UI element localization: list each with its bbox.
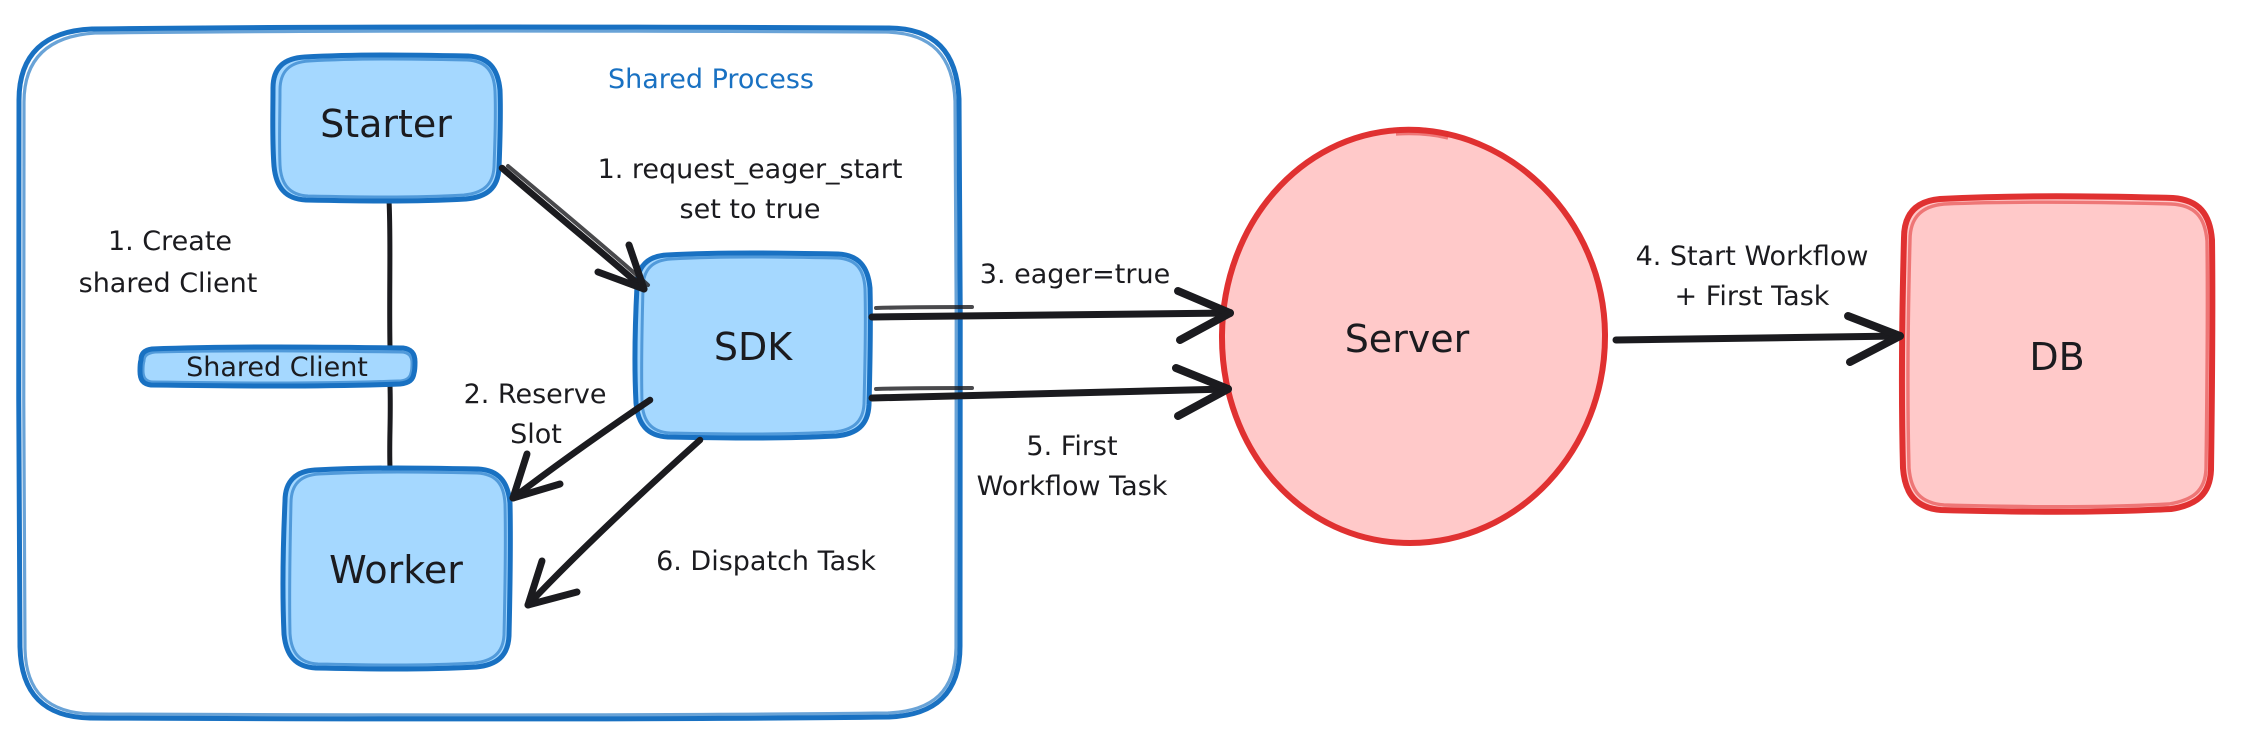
edge-create-shared-client (386, 197, 393, 471)
edge-reserve-slot-label-line1: 2. Reserve (464, 379, 607, 410)
edge-first-workflow-task-label-line1: 5. First (1026, 431, 1117, 462)
node-sdk-label: SDK (714, 325, 793, 369)
node-server[interactable]: Server (1218, 126, 1609, 547)
edge-create-shared-client-label: 1. Create shared Client (79, 226, 258, 299)
node-worker-label: Worker (329, 548, 463, 592)
node-db-label: DB (2029, 335, 2084, 379)
edge-eager-true: 3. eager=true (868, 259, 1234, 344)
edge-request-eager-start-label-line1: 1. request_eager_start (598, 154, 903, 185)
node-starter-label: Starter (320, 102, 452, 146)
edge-reserve-slot: 2. Reserve Slot (464, 379, 654, 502)
edge-start-workflow-first-task: 4. Start Workflow + First Task (1612, 241, 1904, 366)
node-server-label: Server (1345, 317, 1470, 361)
edge-create-shared-client-label-line1: 1. Create (108, 226, 232, 257)
node-worker[interactable]: Worker (280, 465, 513, 672)
node-starter[interactable]: Starter (270, 52, 503, 204)
edge-first-workflow-task: 5. First Workflow Task (868, 364, 1232, 502)
edge-request-eager-start: 1. request_eager_start set to true (498, 154, 903, 293)
edge-first-workflow-task-label-line2: Workflow Task (977, 471, 1168, 502)
node-sdk[interactable]: SDK (632, 250, 873, 441)
edge-reserve-slot-label-line2: Slot (510, 419, 562, 450)
edge-dispatch-task-label: 6. Dispatch Task (656, 546, 876, 577)
node-db[interactable]: DB (1898, 193, 2216, 515)
node-shared-client-label: Shared Client (186, 352, 368, 383)
edge-eager-true-label: 3. eager=true (980, 259, 1170, 290)
edge-request-eager-start-label-line2: set to true (680, 194, 821, 225)
edge-start-workflow-first-task-label-line2: + First Task (1675, 281, 1830, 312)
edge-start-workflow-first-task-label-line1: 4. Start Workflow (1636, 241, 1869, 272)
edge-dispatch-task: 6. Dispatch Task (524, 436, 876, 609)
shared-process-label: Shared Process (608, 64, 814, 95)
edge-create-shared-client-label-line2: shared Client (79, 268, 258, 299)
node-shared-client[interactable]: Shared Client (137, 344, 418, 389)
shared-process-container[interactable]: Shared Process (16, 24, 963, 722)
